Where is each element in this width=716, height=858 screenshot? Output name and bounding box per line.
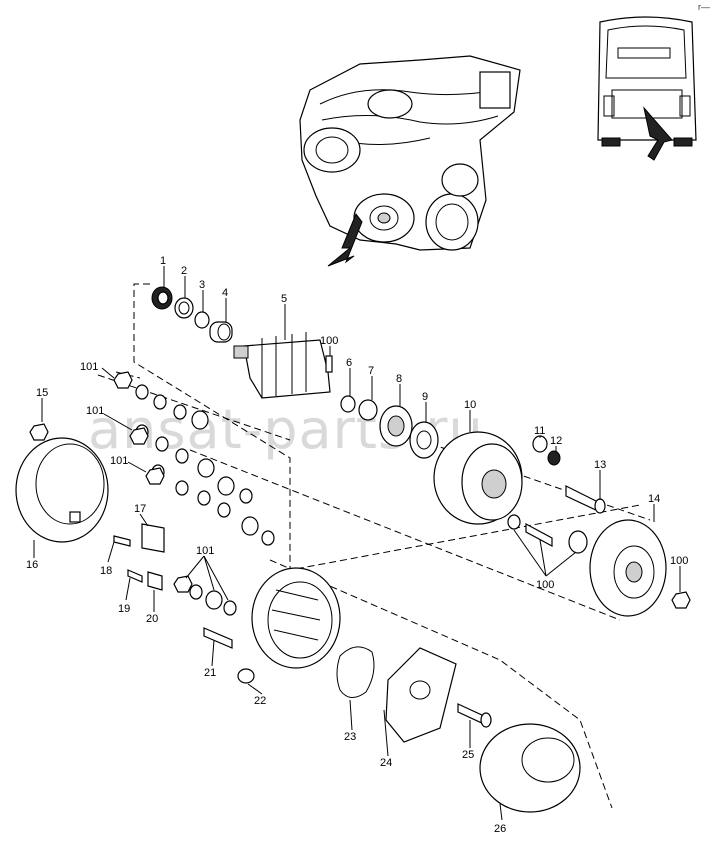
callout-21: 21 — [204, 667, 216, 679]
callout-1: 1 — [160, 255, 166, 267]
location-arrow-icon — [327, 212, 363, 267]
callout-13: 13 — [594, 459, 606, 471]
callout-101-mid: 101 — [86, 405, 104, 417]
corner-mark: r— — [698, 2, 710, 12]
callout-101-bottom: 101 — [196, 545, 214, 557]
callout-6: 6 — [346, 357, 352, 369]
callout-22: 22 — [254, 695, 266, 707]
callout-23: 23 — [344, 731, 356, 743]
callout-11: 11 — [534, 425, 545, 437]
callout-19: 19 — [118, 603, 130, 615]
callout-18: 18 — [100, 565, 112, 577]
callout-101-lower: 101 — [110, 455, 128, 467]
callout-4: 4 — [222, 287, 228, 299]
callout-7: 7 — [368, 365, 374, 377]
callout-100-mid: 100 — [536, 579, 554, 591]
callout-25: 25 — [462, 749, 474, 761]
callout-20: 20 — [146, 613, 158, 625]
callout-16: 16 — [26, 559, 38, 571]
callout-101-top: 101 — [80, 361, 98, 373]
location-arrow-icon — [643, 106, 673, 161]
callout-3: 3 — [199, 279, 205, 291]
callout-5: 5 — [281, 293, 287, 305]
callout-17: 17 — [134, 503, 146, 515]
parts — [15, 286, 691, 813]
callout-12: 12 — [550, 435, 562, 447]
callout-15: 15 — [36, 387, 48, 399]
callout-8: 8 — [396, 373, 402, 385]
callout-2: 2 — [181, 265, 187, 277]
bus-rear-view — [597, 16, 697, 161]
callout-14: 14 — [648, 493, 660, 505]
leader-lines — [33, 266, 681, 821]
callout-100-rotor: 100 — [320, 335, 338, 347]
callout-9: 9 — [422, 391, 428, 403]
callout-26: 26 — [494, 823, 506, 835]
callout-100-pulley: 100 — [670, 555, 688, 567]
callout-labels: 1 2 3 4 5 100 6 7 8 9 10 11 12 13 14 100… — [26, 255, 688, 835]
assembly-lines — [97, 283, 651, 809]
callout-10: 10 — [464, 399, 476, 411]
engine-illustration — [299, 55, 521, 267]
callout-24: 24 — [380, 757, 392, 769]
